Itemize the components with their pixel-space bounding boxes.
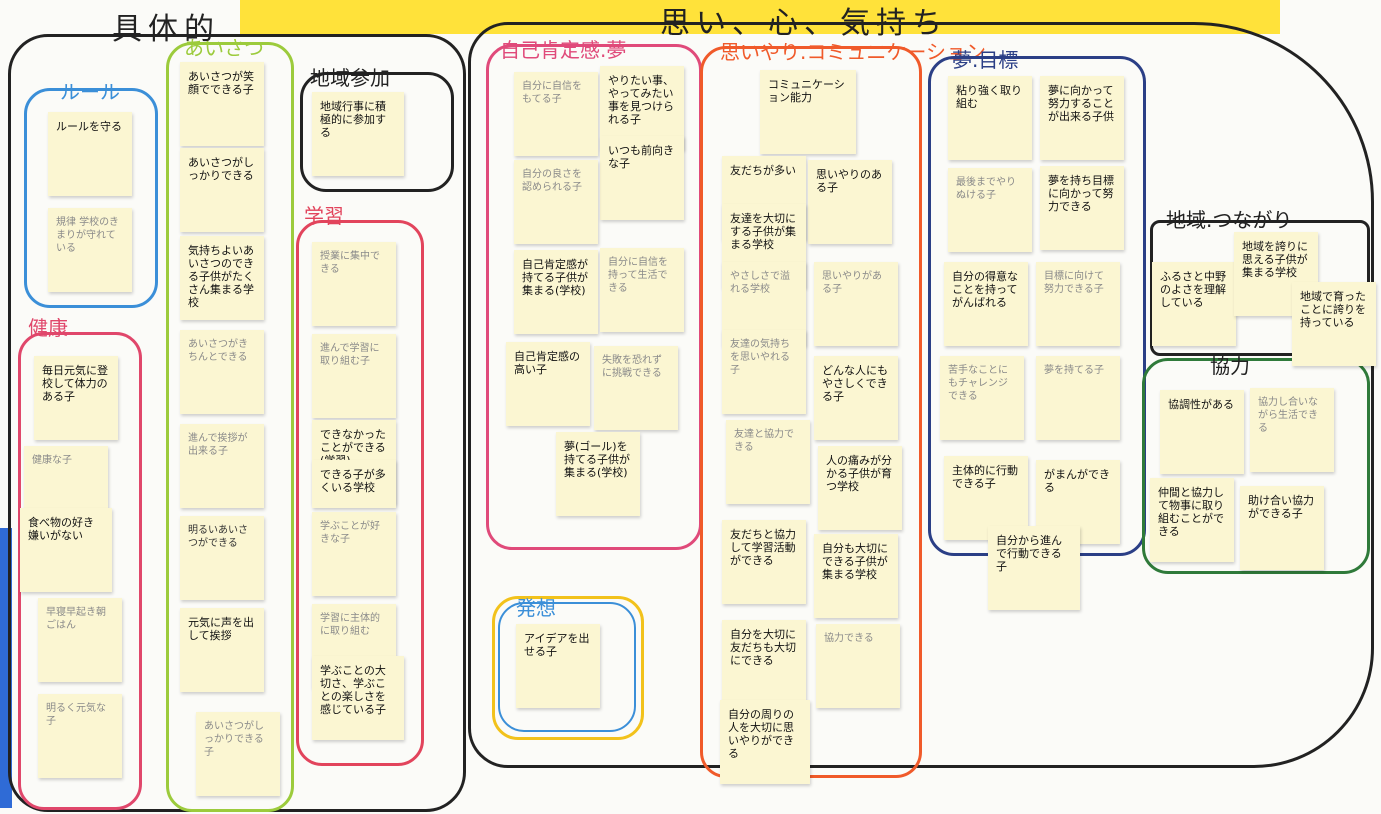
sticky-note: 学ぶことが好きな子 (312, 512, 396, 596)
sticky-note: 仲間と協力して物事に取り組むことができる (1150, 478, 1234, 562)
coop-group (1142, 358, 1370, 574)
sticky-note: 自分から進んで行動できる子 (988, 526, 1080, 610)
sticky-note: 地域で育ったことに誇りを持っている (1292, 282, 1376, 366)
community-label: 地域参加 (310, 66, 390, 90)
sticky-note: 失敗を恐れずに挑戦できる (594, 346, 678, 430)
sticky-note: 思いやりのある子 (808, 160, 892, 244)
learning-label: 学習 (304, 204, 344, 228)
health-label: 健康 (28, 316, 68, 340)
sticky-note: あいさつがきちんとできる (180, 330, 264, 414)
rules-label: ルール (60, 80, 120, 104)
sticky-note: 助け合い協力ができる子 (1240, 486, 1324, 570)
sticky-note: 自分に自信を持って生活できる (600, 248, 684, 332)
heart-outline (468, 22, 1374, 768)
coop-label: 協力 (1210, 354, 1250, 378)
sticky-note: 友だちと協力して学習活動ができる (722, 520, 806, 604)
concrete-heading: 具体的 (112, 12, 220, 47)
sticky-note: 協力し合いながら生活できる (1250, 388, 1334, 472)
sticky-note: 夢に向かって努力することが出来る子供 (1040, 76, 1124, 160)
sticky-note: あいさつがしっかりできる子 (196, 712, 280, 796)
community-group (300, 72, 454, 192)
sticky-note: 元気に声を出して挨拶 (180, 608, 264, 692)
sticky-note: 思いやりがある子 (814, 262, 898, 346)
sticky-note: いつも前向きな子 (600, 136, 684, 220)
learning-group (296, 220, 424, 766)
selfesteem-label: 自己肯定感.夢 (500, 38, 627, 62)
sticky-note: 最後までやりぬける子 (948, 168, 1032, 252)
sticky-note: 自分の得意なことを持ってがんばれる (944, 262, 1028, 346)
sticky-note: アイデアを出せる子 (516, 624, 600, 708)
compassion-group (700, 46, 922, 778)
sticky-note: 進んで学習に取り組む子 (312, 334, 396, 418)
sticky-note: できる子が多くいる学校 (312, 460, 396, 508)
sticky-note: 気持ちよいあいさつのできる子供がたくさん集まる学校 (180, 236, 264, 320)
sticky-note: あいさつが笑顔でできる子 (180, 62, 264, 146)
sticky-note: 目標に向けて努力できる子 (1036, 262, 1120, 346)
sticky-note: あいさつがしっかりできる (180, 148, 264, 232)
sticky-note: 友達の気持ちを思いやれる子 (722, 330, 806, 414)
sticky-note: 自分を大切に友だちも大切にできる (722, 620, 806, 704)
health-group (18, 332, 142, 810)
sticky-note: 自己肯定感が持てる子供が集まる(学校) (514, 250, 598, 334)
sticky-note: 明るく元気な子 (38, 694, 122, 778)
sticky-note: 夢を持てる子 (1036, 356, 1120, 440)
sticky-note: 自己肯定感の高い子 (506, 342, 590, 426)
idea-group-outer (492, 596, 644, 740)
sticky-note: 協力できる (816, 624, 900, 708)
sticky-note: 規律 学校のきまりが守れている (48, 208, 132, 292)
sticky-note: 地域行事に積極的に参加する (312, 92, 404, 176)
sticky-note: 協調性がある (1160, 390, 1244, 474)
yellow-banner (240, 0, 1280, 34)
sticky-note: 自分に自信をもてる子 (514, 72, 598, 156)
idea-label: 発想 (516, 596, 556, 620)
sticky-note: 苦手なことにもチャレンジできる (940, 356, 1024, 440)
sticky-note: ふるさと中野のよさを理解している (1152, 262, 1236, 346)
sticky-note: 友達と協力できる (726, 420, 810, 504)
sticky-note: 毎日元気に登校して体力のある子 (34, 356, 118, 440)
greeting-label: あいさつ (184, 36, 264, 60)
sticky-note: 夢を持ち目標に向かって努力できる (1040, 166, 1124, 250)
sticky-note: コミュニケーション能力 (760, 70, 856, 154)
sticky-note: 明るいあいさつができる (180, 516, 264, 600)
rules-group (24, 88, 158, 308)
sticky-note: 人の痛みが分かる子供が育つ学校 (818, 446, 902, 530)
sticky-note: 進んで挨拶が出来る子 (180, 424, 264, 508)
sticky-note: ルールを守る (48, 112, 132, 196)
sticky-note: 食べ物の好き嫌いがない (20, 508, 112, 592)
sticky-note: 学ぶことの大切さ、学ぶことの楽しさを感じている子 (312, 656, 404, 740)
sticky-note: 自分の周りの人を大切に思いやりができる (720, 700, 810, 784)
idea-group-inner (498, 602, 636, 732)
dream-label: 夢.目標 (952, 48, 1019, 72)
heart-heading: 思い、心、気持ち (660, 6, 948, 41)
sticky-note: 粘り強く取り組む (948, 76, 1032, 160)
greeting-group (166, 42, 294, 812)
sticky-note: 夢(ゴール)を持てる子供が集まる(学校) (556, 432, 640, 516)
sticky-note: どんな人にもやさしくできる子 (814, 356, 898, 440)
sticky-note: 早寝早起き朝ごはん (38, 598, 122, 682)
sticky-note: 自分も大切にできる子供が集まる学校 (814, 534, 898, 618)
sticky-note: 授業に集中できる (312, 242, 396, 326)
region-label: 地域.つながり (1166, 208, 1293, 232)
sticky-note: 自分の良さを認められる子 (514, 160, 598, 244)
